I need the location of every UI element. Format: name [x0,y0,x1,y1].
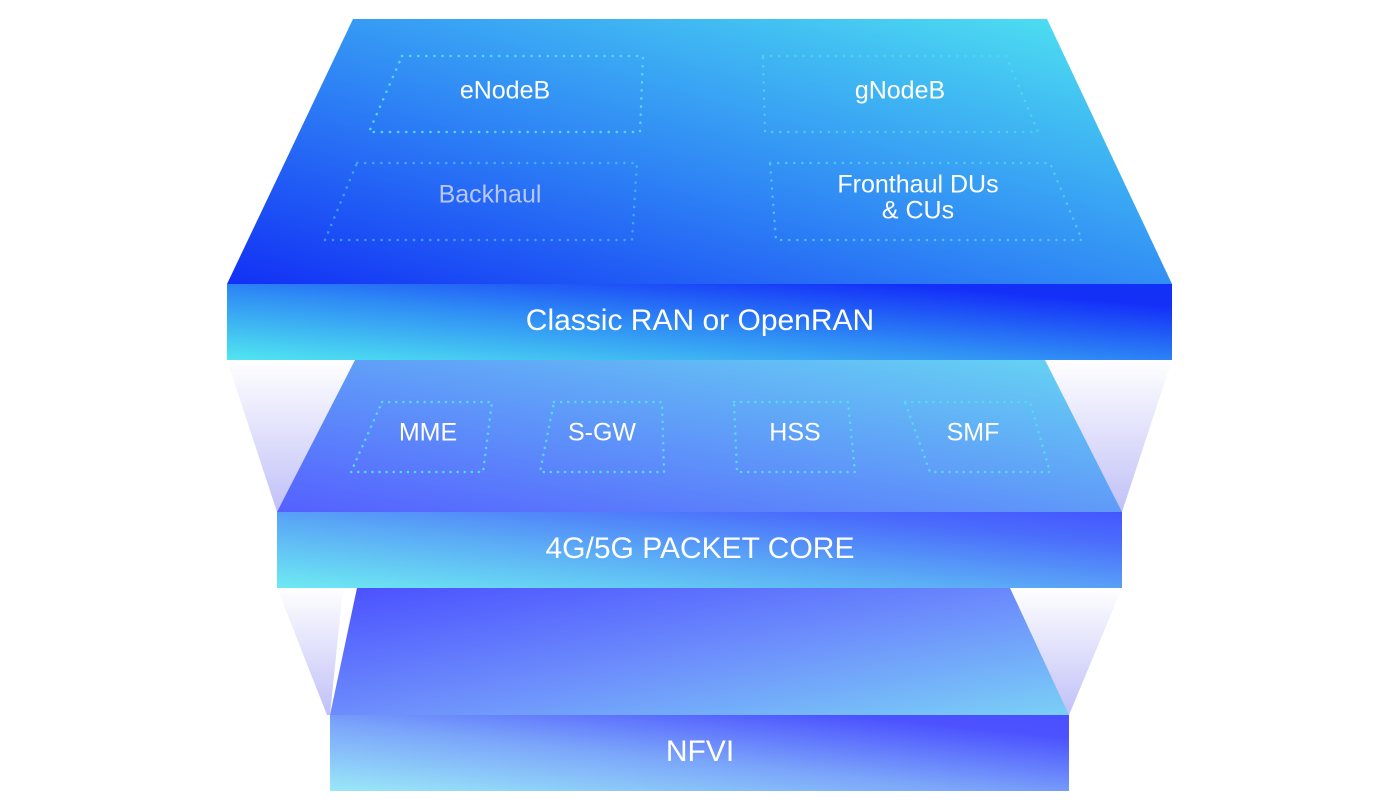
core-band-label: 4G/5G PACKET CORE [546,532,855,565]
backhaul-label: Backhaul [439,181,542,209]
sgw-label: S-GW [568,419,636,447]
nfvi-band-label: NFVI [666,735,734,768]
hss-outline [732,400,857,474]
smf-outline [903,400,1052,474]
component-smf[interactable]: SMF [903,400,1052,474]
fronthaul-label-line2: & CUs [882,197,954,225]
component-hss[interactable]: HSS [732,400,857,474]
connector-left-1 [227,360,355,512]
layer-nfvi: NFVI [330,588,1069,791]
fronthaul-outline [768,161,1084,242]
connector-left-2 [277,588,343,715]
ran-top-face [227,19,1172,284]
ran-band [227,284,1172,360]
gnodeb-outline [761,54,1040,134]
sgw-outline [538,400,666,474]
component-fronthaul[interactable]: Fronthaul DUs & CUs [768,161,1084,242]
core-band [277,512,1122,588]
backhaul-outline [323,161,639,242]
layer-ran: eNodeB gNodeB Backhaul Fronthaul DUs & C… [227,19,1172,360]
enodeb-label: eNodeB [460,77,550,105]
component-enodeb[interactable]: eNodeB [367,54,645,134]
nfvi-band [330,715,1069,791]
fronthaul-label-line1: Fronthaul DUs [837,171,998,199]
component-gnodeb[interactable]: gNodeB [761,54,1040,134]
nfvi-top-face [330,588,1069,715]
ran-band-label: Classic RAN or OpenRAN [526,304,874,337]
enodeb-outline [367,54,645,134]
hss-label: HSS [769,419,820,447]
core-top-face [277,360,1122,512]
connector-right-2 [1010,588,1122,715]
smf-label: SMF [947,419,1000,447]
layer-packet-core: MME S-GW HSS SMF 4G/5G PACKET CORE [277,360,1122,588]
mme-label: MME [399,419,457,447]
component-sgw[interactable]: S-GW [538,400,666,474]
connector-right-1 [1045,360,1172,512]
component-backhaul[interactable]: Backhaul [323,161,639,242]
component-mme[interactable]: MME [349,400,494,474]
gnodeb-label: gNodeB [855,77,945,105]
